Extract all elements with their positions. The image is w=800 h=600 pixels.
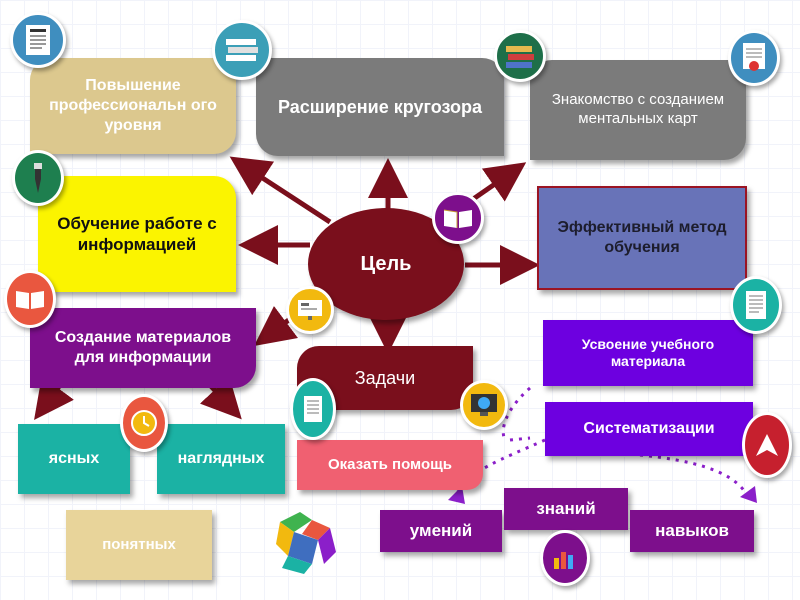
material-understandable-label: понятных — [102, 535, 176, 553]
reading-book-icon — [4, 270, 56, 328]
goal-creating-materials-label: Создание материалов для информации — [54, 329, 232, 366]
center-goal-label: Цель — [360, 252, 412, 275]
material-visual-label: наглядных — [177, 450, 265, 467]
skill-abilities: умений — [380, 510, 502, 552]
goal-mind-maps-label: Знакомство с созданием ментальных карт — [551, 91, 725, 127]
presentation-icon — [286, 286, 334, 334]
goal-effective-method-label: Эффективный метод обучения — [557, 219, 727, 256]
goal-broaden-horizons: Расширение кругозора — [256, 58, 504, 156]
paper-plane-icon — [742, 412, 792, 478]
task-help-label: Оказать помощь — [328, 455, 452, 473]
open-book-icon — [432, 192, 484, 244]
goal-effective-method: Эффективный метод обучения — [537, 186, 747, 290]
task-assimilation: Усвоение учебного материала — [543, 320, 753, 386]
document-icon-center — [290, 378, 336, 440]
mind-logo-icon — [276, 512, 336, 574]
material-clear: ясных — [18, 424, 130, 494]
center-goal-node: Цель — [308, 208, 464, 320]
task-help: Оказать помощь — [297, 440, 483, 490]
goal-professional-level-label: Повышение профессиональн ого уровня — [49, 77, 217, 134]
tasks-label: Задачи — [354, 367, 416, 388]
goal-professional-level: Повышение профессиональн ого уровня — [30, 58, 236, 154]
book-stack-icon — [494, 30, 546, 82]
skill-knowledge: знаний — [504, 488, 628, 530]
goal-mind-maps: Знакомство с созданием ментальных карт — [530, 60, 746, 160]
goal-creating-materials: Создание материалов для информации — [30, 308, 256, 388]
certificate-icon — [728, 30, 780, 86]
goal-broaden-horizons-label: Расширение кругозора — [277, 96, 483, 117]
pen-icon — [12, 150, 64, 206]
skill-abilities-label: умений — [409, 521, 473, 541]
goal-working-with-info-label: Обучение работе с информацией — [57, 213, 217, 254]
test-sheet-icon — [10, 12, 66, 68]
task-systematization-label: Систематизации — [583, 420, 715, 437]
material-understandable: понятных — [66, 510, 212, 580]
task-assimilation-label: Усвоение учебного материала — [581, 335, 715, 370]
clock-icon — [120, 394, 168, 452]
skill-skills-label: навыков — [655, 521, 729, 541]
bar-chart-icon — [540, 530, 590, 586]
monitor-globe-icon — [460, 380, 508, 430]
material-visual: наглядных — [157, 424, 285, 494]
books-icon — [212, 20, 272, 80]
material-clear-label: ясных — [48, 450, 100, 467]
skill-knowledge-label: знаний — [536, 499, 596, 519]
skill-skills: навыков — [630, 510, 754, 552]
document-icon-right — [730, 276, 782, 334]
goal-working-with-info: Обучение работе с информацией — [38, 176, 236, 292]
task-systematization: Систематизации — [545, 402, 753, 456]
